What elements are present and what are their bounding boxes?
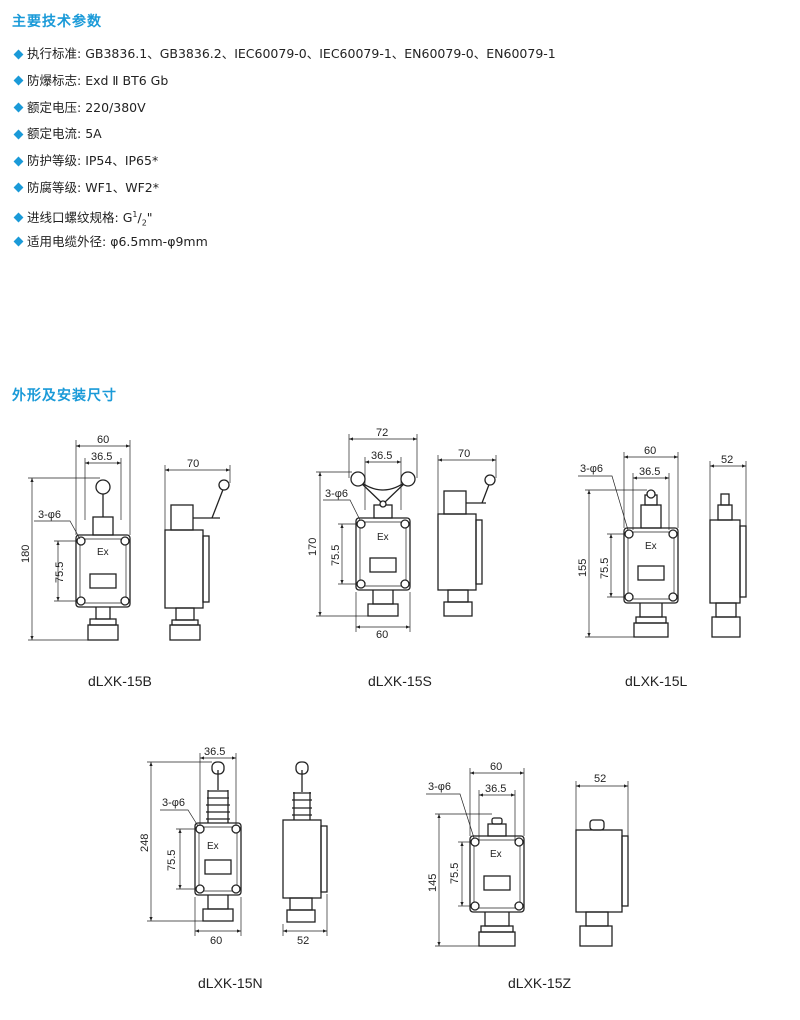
spec-value: GB3836.1、GB3836.2、IEC60079-0、IEC60079-1、…	[85, 46, 556, 61]
dim-label: 75.5	[599, 558, 611, 579]
dim-label: 145	[427, 874, 439, 892]
drawing-dlxk-15s: Ex 72 36.5 3-φ6 170 75.5 60	[307, 427, 497, 641]
front-view-15z	[469, 817, 525, 947]
dim-label: 60	[376, 629, 388, 641]
dim-label: 36.5	[485, 783, 506, 795]
thread-sup: 1	[132, 209, 138, 219]
ex-mark: Ex	[645, 541, 657, 552]
spec-value: 220/380V	[85, 99, 146, 115]
dim-label: 52	[594, 773, 606, 785]
dim-label: 3-φ6	[162, 797, 185, 809]
spec-label: 防护等级:	[27, 153, 82, 169]
front-view-15s	[350, 471, 416, 617]
ex-mark: Ex	[97, 547, 109, 558]
dim-label: 3-φ6	[428, 781, 451, 793]
section-title-dimensions: 外形及安装尺寸	[12, 388, 117, 404]
dim-label: 36.5	[204, 746, 225, 758]
dim-label: 75.5	[54, 562, 66, 583]
spec-item: 防护等级: IP54、IP65*	[12, 152, 556, 179]
dim-label: 60	[97, 434, 109, 446]
ex-mark: Ex	[377, 532, 389, 543]
spec-label: 防爆标志:	[27, 72, 82, 88]
dim-label: 155	[577, 559, 589, 577]
model-caption-15b: dLXK-15B	[88, 673, 152, 689]
dim-label: 70	[458, 448, 470, 460]
drawing-dlxk-15n: Ex 36.5 3-φ6 248 75.5 60	[139, 746, 328, 947]
dim-label: 52	[721, 454, 733, 466]
dim-label: 3-φ6	[325, 488, 348, 500]
dim-label: 72	[376, 427, 388, 439]
dim-label: 60	[210, 935, 222, 947]
spec-item: 防腐等级: WF1、WF2*	[12, 179, 556, 206]
side-view-15s	[437, 474, 496, 617]
drawing-dlxk-15z: Ex 60 3-φ6 36.5 145 75.5 52	[426, 761, 629, 947]
dim-label: 3-φ6	[38, 509, 61, 521]
spec-item: 进线口螺纹规格: G1/2"	[12, 206, 556, 233]
spec-value: WF1、WF2*	[85, 179, 159, 195]
drawing-dlxk-15b: Ex 60 36.5 3-φ6 180 75.5	[20, 434, 231, 641]
spec-item: 执行标准: GB3836.1、GB3836.2、IEC60079-0、IEC60…	[12, 45, 556, 72]
dim-label: 248	[139, 834, 151, 852]
dim-label: 180	[20, 545, 32, 563]
spec-label: 额定电压:	[27, 99, 82, 115]
spec-value: IP54、IP65*	[85, 153, 159, 169]
model-caption-15z: dLXK-15Z	[508, 975, 571, 991]
drawing-dlxk-15l: Ex 60 3-φ6 36.5 155 75.5 5	[577, 445, 747, 638]
spec-item: 额定电流: 5A	[12, 125, 556, 152]
side-view-15l	[709, 493, 747, 638]
dim-label: 3-φ6	[580, 463, 603, 475]
dim-label: 70	[187, 458, 199, 470]
section-title-specs: 主要技术参数	[12, 14, 102, 30]
spec-item: 防爆标志: Exd Ⅱ BT6 Gb	[12, 72, 556, 99]
dim-label: 36.5	[371, 450, 392, 462]
spec-list: 执行标准: GB3836.1、GB3836.2、IEC60079-0、IEC60…	[12, 45, 556, 259]
model-caption-15l: dLXK-15L	[625, 673, 687, 689]
model-caption-15n: dLXK-15N	[198, 975, 263, 991]
side-view-15z	[575, 819, 629, 947]
spec-value: G1/2"	[122, 209, 153, 228]
model-caption-15s: dLXK-15S	[368, 673, 432, 689]
spec-value: Exd Ⅱ BT6 Gb	[85, 72, 169, 88]
dim-label: 52	[297, 935, 309, 947]
spec-label: 额定电流:	[27, 126, 82, 142]
front-view-15n	[194, 761, 242, 922]
dim-label: 75.5	[330, 545, 342, 566]
dim-label: 60	[644, 445, 656, 457]
dim-label: 60	[490, 761, 502, 773]
side-view-15n	[282, 761, 328, 923]
spec-label: 执行标准:	[27, 46, 82, 61]
spec-label: 适用电缆外径:	[27, 233, 107, 249]
dim-label: 75.5	[166, 850, 178, 871]
side-view-15b	[164, 479, 230, 641]
front-view-15b	[75, 479, 131, 641]
dim-label: 36.5	[91, 451, 112, 463]
dim-label: 36.5	[639, 466, 660, 478]
thread-sub: 2	[141, 218, 147, 228]
spec-value: φ6.5mm-φ9mm	[110, 233, 208, 249]
spec-item: 额定电压: 220/380V	[12, 99, 556, 126]
spec-label: 进线口螺纹规格:	[27, 209, 119, 225]
spec-value: 5A	[85, 126, 102, 142]
ex-mark: Ex	[207, 841, 219, 852]
thread-slash: /	[137, 209, 142, 225]
spec-item: 适用电缆外径: φ6.5mm-φ9mm	[12, 233, 556, 260]
ex-mark: Ex	[490, 849, 502, 860]
thread-g: G	[122, 209, 133, 225]
dim-label: 170	[307, 538, 319, 556]
front-view-15l	[623, 489, 679, 638]
dim-label: 75.5	[449, 863, 461, 884]
spec-label: 防腐等级:	[27, 179, 82, 195]
thread-tail: "	[146, 209, 153, 225]
